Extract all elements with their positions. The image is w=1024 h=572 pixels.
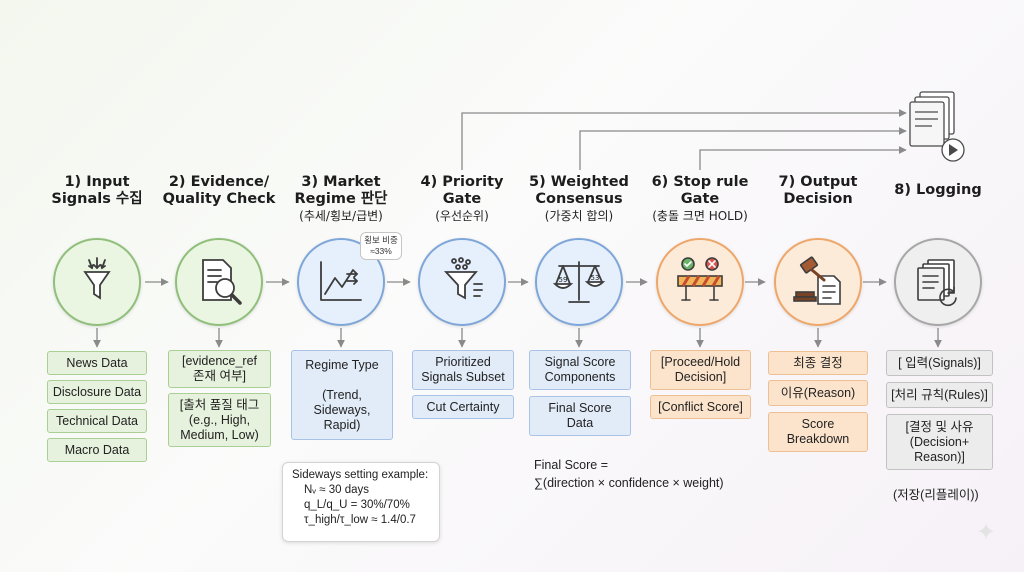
stage-3-title: 3) Market Regime 판단(추세/횡보/급변) [294, 174, 388, 223]
final-decision: 최종 결정 [768, 351, 868, 375]
sideways-share-callout: 횡보 비중 ≈33% [360, 232, 402, 260]
trend-chart-icon [320, 261, 362, 301]
final-score-formula-line-2: ∑(direction × confidence × weight) [534, 476, 724, 490]
decision-reason: 이유(Reason) [768, 380, 868, 406]
scale-right-label: 53 [591, 274, 600, 282]
stage-2-circle [175, 238, 263, 326]
replay-log-icon [909, 91, 965, 162]
score-breakdown: Score Breakdown [768, 412, 868, 452]
log-processing-rules: [처리 규칙(Rules)] [886, 382, 993, 408]
sparkle-icon: ✦ [976, 518, 997, 546]
stage-1-circle [53, 238, 141, 326]
sideways-example-line-3: τ_high/τ_low ≈ 1.4/0.7 [304, 514, 416, 526]
document-magnifier-icon [202, 259, 242, 305]
log-arrow-from-consensus [579, 127, 907, 170]
sideways-example-line-1: Nᵥ ≈ 30 days [304, 484, 369, 496]
stage-8-circle [894, 238, 982, 326]
input-technical-data: Technical Data [47, 409, 147, 433]
stage-6-title: 6) Stop rule Gate(충돌 크면 HOLD) [651, 174, 749, 223]
balance-scale-icon: 59 53 [552, 261, 606, 303]
source-quality-tag: [출처 품질 태그 (e.g., High, Medium, Low) [168, 393, 271, 447]
input-disclosure-data: Disclosure Data [47, 380, 147, 404]
stage-2-title: 2) Evidence/ Quality Check [162, 174, 276, 207]
stacked-documents-icon [917, 259, 957, 307]
stage-4-title: 4) Priority Gate(우선순위) [420, 174, 504, 223]
priority-funnel-icon [443, 257, 483, 300]
log-arrow-from-priority [461, 109, 907, 170]
regime-type-box: Regime Type (Trend, Sideways, Rapid) [291, 350, 393, 440]
stage-5-title: 5) Weighted Consensus(가중치 합의) [529, 174, 629, 223]
stage-7-title: 7) Output Decision [778, 174, 858, 207]
log-decision-reason: [결정 및 사유 (Decision+ Reason)] [886, 414, 993, 470]
funnel-icon [83, 257, 111, 300]
logging-footer: (저장(리플레이)) [893, 488, 979, 502]
log-input-signals: [ 입력(Signals)] [886, 350, 993, 376]
barrier-icon [677, 257, 723, 301]
stage-1-title: 1) Input Signals 수집 [51, 174, 143, 207]
conflict-score: [Conflict Score] [650, 395, 751, 419]
sideways-example-line-2: q_L/q_U = 30%/70% [304, 499, 410, 511]
evidence-ref-check: [evidence_ref 존재 여부] [168, 350, 271, 388]
sideways-example-heading: Sideways setting example: [292, 469, 429, 481]
stage-8-title: 8) Logging [894, 182, 982, 198]
stage-4-circle [418, 238, 506, 326]
stage-5-circle: 59 53 [535, 238, 623, 326]
prioritized-signals-subset: Prioritized Signals Subset [412, 350, 514, 390]
proceed-hold-decision: [Proceed/Hold Decision] [650, 350, 751, 390]
signal-score-components: Signal Score Components [529, 350, 631, 390]
input-news-data: News Data [47, 351, 147, 375]
final-score-formula-line-1: Final Score = [534, 458, 608, 472]
sideways-setting-example: Sideways setting example: Nᵥ ≈ 30 days q… [282, 462, 440, 542]
gavel-document-icon [793, 256, 841, 305]
stage-7-circle [774, 238, 862, 326]
input-macro-data: Macro Data [47, 438, 147, 462]
final-score-data: Final Score Data [529, 396, 631, 436]
log-arrow-from-stop-rule [699, 146, 907, 170]
stage-6-circle [656, 238, 744, 326]
cut-certainty: Cut Certainty [412, 395, 514, 419]
scale-left-label: 59 [559, 276, 568, 284]
